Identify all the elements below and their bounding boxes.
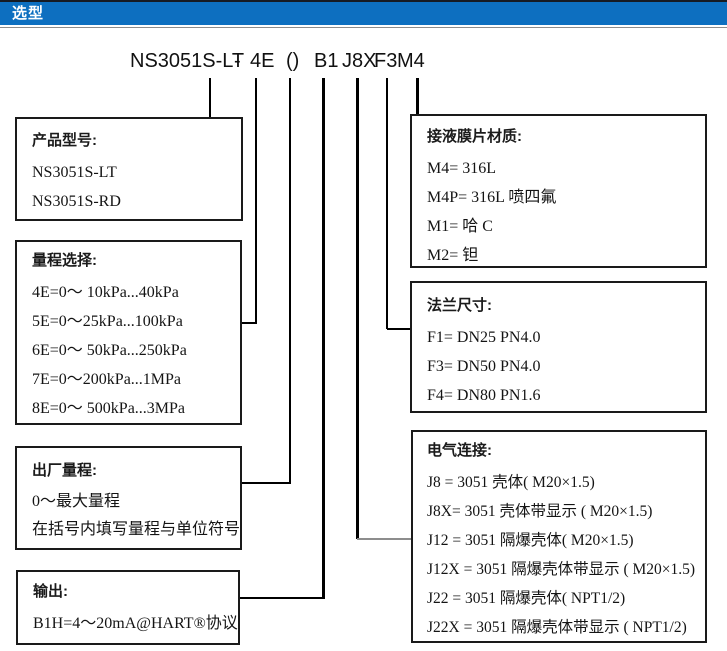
connector-electrical-horizontal bbox=[357, 538, 412, 540]
model-part-electrical: J8X bbox=[342, 50, 377, 72]
connector-parentheses-horizontal bbox=[242, 482, 291, 484]
factory-range-option: 0～最大量程 bbox=[32, 493, 121, 510]
range-option: 4E=0～ 10kPa...40kPa bbox=[32, 284, 179, 301]
range-option: 6E=0～ 50kPa...250kPa bbox=[32, 342, 187, 359]
factory-range-box: 出厂量程: 0～最大量程 在括号内填写量程与单位符号 bbox=[15, 446, 242, 550]
product-model-option: NS3051S-LT bbox=[32, 164, 117, 181]
range-selection-title: 量程选择: bbox=[32, 252, 97, 269]
model-part-output: B1 bbox=[314, 50, 339, 72]
electrical-option: J8X= 3051 壳体带显示 ( M20×1.5) bbox=[427, 503, 653, 520]
diaphragm-option: M4= 316L bbox=[427, 160, 497, 177]
model-part-diaphragm: M4 bbox=[397, 50, 425, 72]
connector-range-horizontal bbox=[242, 322, 257, 324]
connector-range-vertical bbox=[255, 78, 257, 324]
top-dark-strip bbox=[0, 0, 727, 2]
output-option: B1H=4～20mA@HART®协议 bbox=[33, 615, 238, 632]
connector-electrical-vertical bbox=[356, 78, 359, 539]
product-model-option: NS3051S-RD bbox=[32, 193, 121, 210]
section-title: 选型 bbox=[12, 5, 45, 22]
electrical-option: J12 = 3051 隔爆壳体( M20×1.5) bbox=[427, 532, 634, 549]
connector-product-vertical bbox=[209, 78, 211, 118]
model-part-parentheses: () bbox=[286, 50, 300, 72]
range-option: 5E=0～25kPa...100kPa bbox=[32, 313, 183, 330]
connector-flange-horizontal bbox=[387, 328, 412, 330]
model-part-range: 4E bbox=[250, 50, 275, 72]
electrical-option: J22 = 3051 隔爆壳体( NPT1/2) bbox=[427, 590, 626, 607]
electrical-connection-box: 电气连接: J8 = 3051 壳体( M20×1.5) J8X= 3051 壳… bbox=[411, 430, 707, 643]
diaphragm-material-title: 接液膜片材质: bbox=[427, 128, 522, 145]
flange-size-title: 法兰尺寸: bbox=[427, 297, 492, 314]
connector-output-horizontal bbox=[240, 597, 324, 599]
range-option: 7E=0～200kPa...1MPa bbox=[32, 371, 182, 388]
flange-size-box: 法兰尺寸: F1= DN25 PN4.0 F3= DN50 PN4.0 F4= … bbox=[410, 281, 707, 413]
diaphragm-option: M1= 哈 C bbox=[427, 218, 493, 235]
connector-diaphragm-vertical bbox=[416, 78, 419, 115]
range-option: 8E=0～ 500kPa...3MPa bbox=[32, 400, 186, 417]
diaphragm-material-box: 接液膜片材质: M4= 316L M4P= 316L 喷四氟 M1= 哈 C M… bbox=[410, 114, 707, 268]
factory-range-option: 在括号内填写量程与单位符号 bbox=[32, 521, 241, 538]
flange-option: F4= DN80 PN1.6 bbox=[427, 387, 541, 404]
electrical-option: J8 = 3051 壳体( M20×1.5) bbox=[427, 474, 595, 491]
output-title: 输出: bbox=[33, 583, 68, 600]
electrical-option: J12X = 3051 隔爆壳体带显示 ( M20×1.5) bbox=[427, 561, 696, 578]
product-model-title: 产品型号: bbox=[32, 132, 97, 149]
flange-option: F3= DN50 PN4.0 bbox=[427, 358, 541, 375]
connector-flange-vertical bbox=[386, 78, 388, 329]
product-model-box: 产品型号: NS3051S-LT NS3051S-RD bbox=[15, 117, 243, 221]
header-divider bbox=[0, 27, 727, 28]
electrical-connection-title: 电气连接: bbox=[427, 442, 492, 459]
model-part-dash: - bbox=[234, 50, 241, 72]
electrical-option: J22X = 3051 隔爆壳体带显示 ( NPT1/2) bbox=[427, 619, 687, 636]
diaphragm-option: M4P= 316L 喷四氟 bbox=[427, 189, 557, 206]
range-selection-box: 量程选择: 4E=0～ 10kPa...40kPa 5E=0～25kPa...1… bbox=[15, 240, 242, 425]
connector-output-vertical bbox=[322, 78, 325, 599]
model-part-flange: F3 bbox=[374, 50, 398, 72]
factory-range-title: 出厂量程: bbox=[32, 462, 97, 479]
diaphragm-option: M2= 钽 bbox=[427, 247, 479, 264]
connector-parentheses-vertical bbox=[289, 78, 291, 484]
flange-option: F1= DN25 PN4.0 bbox=[427, 329, 541, 346]
output-box: 输出: B1H=4～20mA@HART®协议 bbox=[16, 570, 240, 645]
section-header-bar: 选型 bbox=[0, 2, 727, 25]
model-part-product: NS3051S-LT bbox=[130, 50, 245, 72]
